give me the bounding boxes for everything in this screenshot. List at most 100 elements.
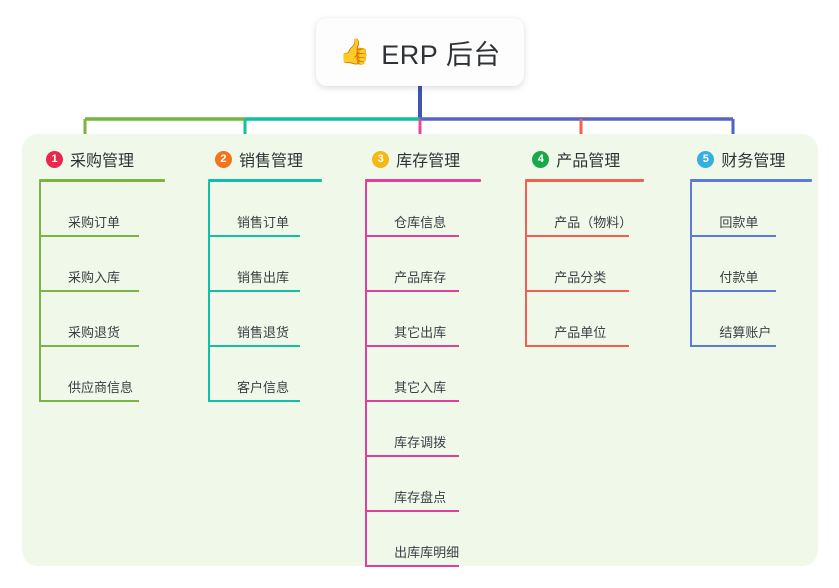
branch-item-underline xyxy=(365,290,460,292)
branch-spine xyxy=(690,182,693,347)
branch-number-badge: 5 xyxy=(697,150,715,168)
branch-header-1[interactable]: 1 采购管理 xyxy=(36,146,205,172)
branch-item-label: 产品分类 xyxy=(554,270,607,285)
branch-item[interactable]: 付款单 xyxy=(690,237,818,292)
branch-item[interactable]: 其它入库 xyxy=(365,347,522,402)
branch-item-underline xyxy=(39,400,139,402)
branch-item-label: 采购入库 xyxy=(68,270,121,285)
branch-item-underline xyxy=(39,290,139,292)
branch-item-label: 供应商信息 xyxy=(68,380,134,395)
branch-item-underline xyxy=(207,235,300,237)
branch-items: 销售订单销售出库销售退货客户信息 xyxy=(207,182,362,402)
branch-spine xyxy=(39,182,41,402)
branch-item-label: 客户信息 xyxy=(236,380,289,395)
branch-items: 采购订单采购入库采购退货供应商信息 xyxy=(39,182,205,402)
branch-item[interactable]: 其它出库 xyxy=(365,292,522,347)
branch-number-badge: 3 xyxy=(372,150,390,168)
branch-item[interactable]: 出库库明细 xyxy=(365,512,522,567)
branch-item-underline xyxy=(690,290,777,292)
branch-item-underline xyxy=(690,345,777,347)
branch-item[interactable]: 采购订单 xyxy=(39,182,205,237)
branch-item-underline xyxy=(365,400,460,402)
branch-title: 财务管理 xyxy=(721,153,786,170)
branch-number-badge: 4 xyxy=(532,150,550,168)
branch-header-underline xyxy=(39,179,165,182)
branch-title: 采购管理 xyxy=(70,153,135,170)
branch-item[interactable]: 供应商信息 xyxy=(39,347,205,402)
branch-title: 销售管理 xyxy=(238,153,303,170)
branch-header-underline xyxy=(207,179,322,182)
branch-item-label: 产品单位 xyxy=(554,325,607,340)
branch-item-underline xyxy=(207,290,300,292)
branch-item[interactable]: 销售订单 xyxy=(207,182,362,237)
branch-header-underline xyxy=(690,179,813,182)
branch-title: 库存管理 xyxy=(396,153,461,170)
root-node[interactable]: 👍 ERP 后台 xyxy=(316,18,524,86)
branch-item-label: 销售订单 xyxy=(236,215,289,230)
branch-items: 回款单付款单结算账户 xyxy=(690,182,818,347)
branch-number-badge: 1 xyxy=(46,150,63,168)
branch-item-underline xyxy=(365,510,460,512)
branch-item[interactable]: 回款单 xyxy=(690,182,818,237)
branch-title: 产品管理 xyxy=(556,153,621,170)
branch-item-label: 销售退货 xyxy=(236,325,289,340)
branch-item-label: 库存调拨 xyxy=(394,435,447,450)
branch-item-label: 付款单 xyxy=(719,270,759,285)
branch-item-underline xyxy=(207,345,300,347)
thumbs-up-icon: 👍 xyxy=(339,37,371,66)
branch-spine xyxy=(525,182,528,347)
branch-item-underline xyxy=(525,235,630,237)
branch-item[interactable]: 仓库信息 xyxy=(365,182,522,237)
branch-items: 产品（物料） 产品分类产品单位 xyxy=(525,182,687,347)
branch-item[interactable]: 库存盘点 xyxy=(365,457,522,512)
branch-item[interactable]: 库存调拨 xyxy=(365,402,522,457)
branch-item-label: 产品库存 xyxy=(394,270,447,285)
branch-item-label: 仓库信息 xyxy=(394,215,447,230)
branch-item-label: 其它入库 xyxy=(394,380,447,395)
branch-item[interactable]: 采购入库 xyxy=(39,237,205,292)
branch-item-underline xyxy=(39,345,139,347)
branch-item[interactable]: 产品（物料） xyxy=(525,182,687,237)
branch-header-5[interactable]: 5 财务管理 xyxy=(687,146,818,172)
branch-header-underline xyxy=(525,179,645,182)
branch-item-label: 库存盘点 xyxy=(394,490,447,505)
branch-header-4[interactable]: 4 产品管理 xyxy=(522,146,687,172)
branch-item-underline xyxy=(365,455,460,457)
branch-header-3[interactable]: 3 库存管理 xyxy=(362,146,522,172)
branch-item[interactable]: 客户信息 xyxy=(207,347,362,402)
branch-item[interactable]: 销售出库 xyxy=(207,237,362,292)
branch-item-underline xyxy=(39,235,139,237)
branch-item-label: 回款单 xyxy=(719,215,759,230)
branch-header-underline xyxy=(365,179,482,182)
branch-item[interactable]: 结算账户 xyxy=(690,292,818,347)
branch-items: 仓库信息产品库存其它出库其它入库库存调拨库存盘点出库库明细 xyxy=(365,182,522,567)
branch-item-underline xyxy=(207,400,300,402)
branch-item-underline xyxy=(365,345,460,347)
branch-spine xyxy=(207,182,210,402)
branch-column-2: 2 销售管理销售订单销售出库销售退货客户信息 xyxy=(205,134,362,566)
branch-item[interactable]: 产品单位 xyxy=(525,292,687,347)
branch-item[interactable]: 产品库存 xyxy=(365,237,522,292)
branch-item-underline xyxy=(365,235,460,237)
branch-item-label: 产品（物料） xyxy=(554,215,633,230)
branch-item-label: 销售出库 xyxy=(236,270,289,285)
branch-item-underline xyxy=(690,235,777,237)
branch-column-3: 3 库存管理仓库信息产品库存其它出库其它入库库存调拨库存盘点出库库明细 xyxy=(362,134,522,567)
branch-item[interactable]: 采购退货 xyxy=(39,292,205,347)
branch-columns: 1 采购管理采购订单采购入库采购退货供应商信息 2 销售管理销售订单销售出库销售退货客… xyxy=(22,134,818,567)
branch-column-4: 4 产品管理产品（物料） 产品分类产品单位 xyxy=(522,134,687,566)
root-title: ERP 后台 xyxy=(381,39,501,70)
branch-panel xyxy=(22,134,818,566)
branch-item[interactable]: 销售退货 xyxy=(207,292,362,347)
branch-item-label: 采购订单 xyxy=(68,215,121,230)
branch-item-underline xyxy=(525,345,630,347)
branch-header-2[interactable]: 2 销售管理 xyxy=(205,146,362,172)
branch-item[interactable]: 产品分类 xyxy=(525,237,687,292)
branch-item-label: 其它出库 xyxy=(394,325,447,340)
branch-item-label: 采购退货 xyxy=(68,325,121,340)
branch-item-label: 出库库明细 xyxy=(394,545,460,560)
branch-number-badge: 2 xyxy=(214,150,232,168)
branch-column-1: 1 采购管理采购订单采购入库采购退货供应商信息 xyxy=(36,134,205,566)
branch-column-5: 5 财务管理回款单付款单结算账户 xyxy=(687,134,818,566)
